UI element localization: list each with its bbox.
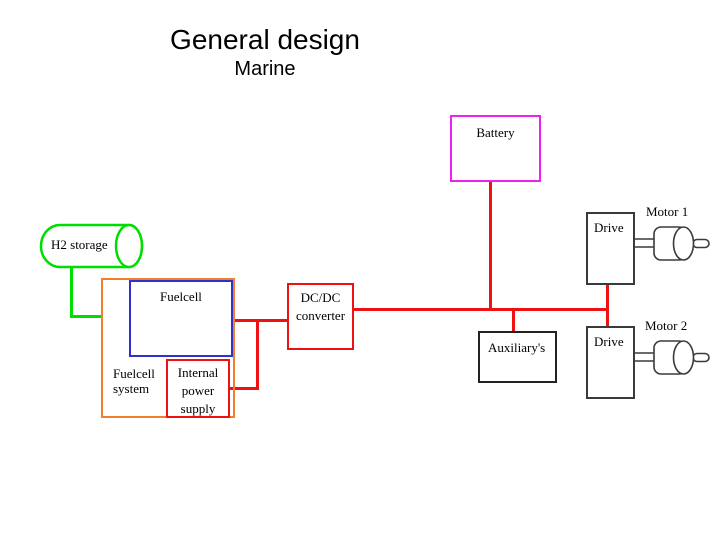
internal-power-supply-label: Internal power supply: [177, 365, 219, 416]
h2-line-vertical: [70, 264, 73, 318]
line-dc-bus: [353, 308, 609, 311]
page-subtitle: Marine: [234, 58, 296, 80]
auxiliaries-box: Auxiliary's: [478, 331, 557, 383]
drive1-box: Drive: [586, 212, 635, 285]
dcdc-converter-box: DC/DC converter: [287, 283, 354, 350]
fuelcell-label: Fuelcell: [160, 289, 202, 304]
h2-line-horizontal: [70, 315, 103, 318]
motor2-icon: [635, 340, 710, 375]
title-block: General design Marine: [115, 24, 415, 82]
internal-power-supply-box: Internal power supply: [166, 359, 230, 418]
fuelcell-system-label: Fuelcell system: [113, 366, 155, 396]
cylinder-end-shape: [114, 223, 144, 269]
drive2-box: Drive: [586, 326, 635, 399]
fuelcell-box: Fuelcell: [129, 280, 233, 357]
line-battery-vertical: [489, 181, 492, 311]
line-internal-power-supply: [229, 387, 259, 390]
battery-box: Battery: [450, 115, 541, 182]
drive1-label: Drive: [594, 220, 624, 235]
motor1-icon: [635, 226, 710, 261]
line-drives-vertical: [606, 284, 609, 328]
line-fuelcell-to-converter: [233, 319, 287, 322]
line-junction-vertical: [256, 319, 259, 390]
h2-storage-cylinder: [39, 223, 144, 269]
dcdc-converter-label: DC/DC converter: [295, 290, 346, 323]
motor1-label: Motor 1: [646, 204, 689, 219]
motor2-label: Motor 2: [645, 318, 688, 333]
auxiliaries-label: Auxiliary's: [488, 340, 546, 355]
battery-label: Battery: [476, 125, 515, 140]
line-auxiliaries-vertical: [512, 308, 515, 333]
h2-storage-label: H2 storage: [51, 237, 108, 252]
drive2-label: Drive: [594, 334, 624, 349]
page-title: General design: [170, 24, 360, 55]
